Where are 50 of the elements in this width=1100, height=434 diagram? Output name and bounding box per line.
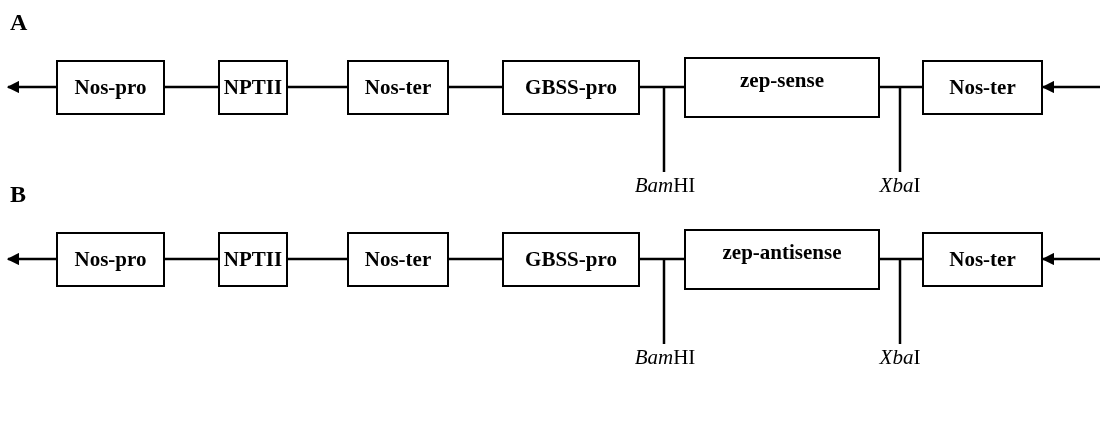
gene-element-box — [347, 232, 449, 287]
gene-element-box — [56, 232, 165, 287]
connector-line — [449, 257, 502, 261]
connector-line — [640, 257, 684, 261]
gene-element-box — [218, 232, 288, 287]
gene-element-box — [922, 232, 1043, 287]
gene-element-box — [502, 60, 640, 115]
enzyme-name-suffix: I — [913, 172, 921, 199]
element-name: zep-sense — [740, 67, 824, 94]
connector-line — [880, 85, 922, 89]
element-name: Nos-ter — [949, 246, 1016, 273]
enzyme-name-prefix: Bam — [634, 172, 674, 199]
element-name: NPTII — [223, 74, 283, 101]
element-name: NPTII — [223, 246, 283, 273]
gene-element-box — [684, 229, 880, 290]
enzyme-name-prefix: Bam — [634, 344, 674, 371]
gene-element-box — [502, 232, 640, 287]
connector-line — [288, 257, 347, 261]
element-name: Nos-ter — [364, 74, 432, 101]
gene-element-box — [218, 60, 288, 115]
gene-element-box — [56, 60, 165, 115]
gene-element-box — [684, 57, 880, 118]
enzyme-name-suffix: I — [913, 344, 921, 371]
arrow — [6, 252, 56, 266]
connector-line — [288, 85, 347, 89]
gene-element-box — [922, 60, 1043, 115]
element-name: zep-antisense — [722, 239, 842, 266]
enzyme-name-prefix: Xba — [879, 172, 914, 199]
element-name: Nos-pro — [74, 74, 147, 101]
connector-line — [449, 85, 502, 89]
enzyme-name-prefix: Xba — [879, 344, 914, 371]
element-name: Nos-pro — [74, 246, 147, 273]
enzyme-name-suffix: HI — [673, 172, 696, 199]
leader-line — [662, 259, 666, 344]
panel-label: B — [10, 182, 26, 206]
connector-line — [165, 257, 218, 261]
connector-line — [165, 85, 218, 89]
leader-line — [662, 87, 666, 172]
leader-line — [898, 87, 902, 172]
arrow — [6, 80, 56, 94]
connector-line — [640, 85, 684, 89]
element-name: Nos-ter — [364, 246, 432, 273]
enzyme-name-suffix: HI — [673, 344, 696, 371]
gene-element-box — [347, 60, 449, 115]
panel-label: A — [10, 10, 28, 34]
leader-line — [898, 259, 902, 344]
connector-line — [880, 257, 922, 261]
element-name: GBSS-pro — [525, 74, 617, 101]
element-name: Nos-ter — [949, 74, 1016, 101]
element-name: GBSS-pro — [525, 246, 617, 273]
